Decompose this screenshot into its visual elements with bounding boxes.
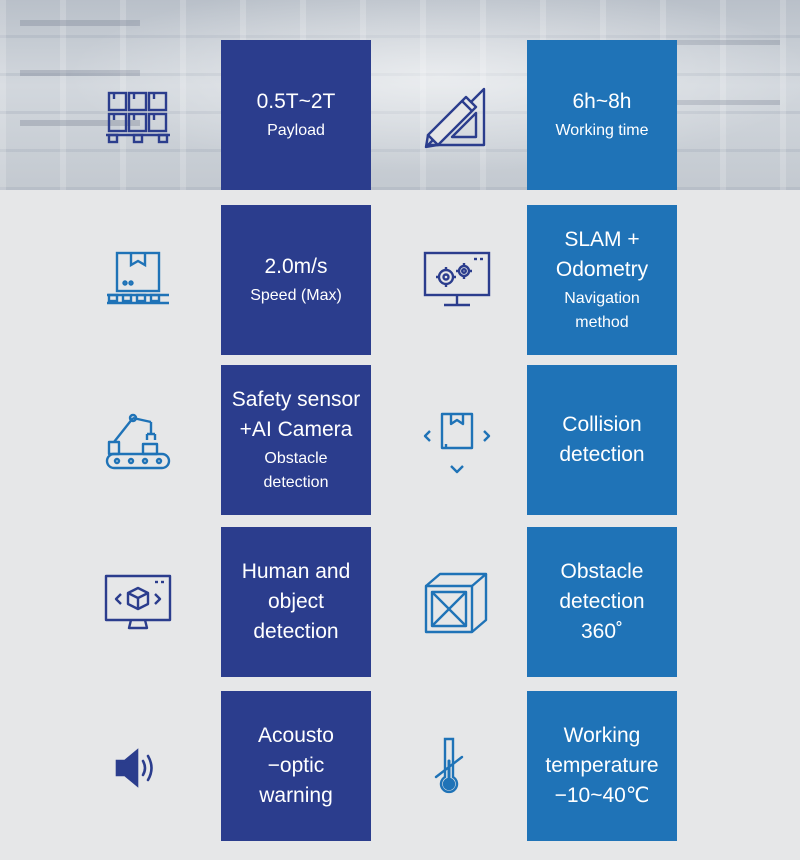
pallet-boxes-icon (103, 83, 173, 153)
thermometer-icon (414, 733, 484, 803)
spec-card-obstacle-360: Obstacle detection 360˚ (527, 527, 677, 677)
spec-card-human-object-detection: Human and object detection (221, 527, 371, 677)
spec-card-speed: 2.0m/s Speed (Max) (221, 205, 371, 355)
spec-label: Speed (Max) (250, 287, 342, 304)
spec-value: 0.5T~2T (256, 90, 336, 113)
spec-card-working-time: 6h~8h Working time (527, 40, 677, 190)
spec-value: Human and object detection (241, 560, 351, 643)
spec-card-acousto-optic-warning: Acousto −optic warning (221, 691, 371, 841)
spec-value: Safety sensor +AI Camera (231, 388, 361, 441)
robot-arm-conveyor-icon (103, 408, 173, 478)
spec-label: Working time (555, 122, 649, 139)
spec-value: 6h~8h (572, 90, 632, 113)
spec-value: Collision detection (559, 413, 645, 466)
monitor-gears-icon (422, 245, 492, 315)
spec-value: SLAM + Odometry (555, 228, 649, 281)
bottom-strip (0, 860, 800, 866)
spec-card-payload: 0.5T~2T Payload (221, 40, 371, 190)
spec-card-working-temperature: Working temperature −10~40℃ (527, 691, 677, 841)
spec-value: Obstacle detection 360˚ (559, 560, 645, 643)
crate-icon (422, 568, 492, 638)
spec-value: Working temperature −10~40℃ (545, 724, 659, 807)
box-arrows-icon (422, 408, 492, 478)
spec-value: 2.0m/s (264, 255, 328, 278)
spec-label: Payload (267, 122, 325, 139)
spec-value: Acousto −optic warning (258, 724, 334, 807)
monitor-cube-icon (103, 568, 173, 638)
spec-label: Obstacle detection (263, 450, 329, 491)
spec-label: Navigation method (564, 290, 640, 331)
spec-card-safety-sensor: Safety sensor +AI Camera Obstacle detect… (221, 365, 371, 515)
spec-card-collision-detection: Collision detection (527, 365, 677, 515)
pencil-ruler-icon (422, 83, 492, 153)
spec-card-navigation: SLAM + Odometry Navigation method (527, 205, 677, 355)
box-on-pallet-icon (103, 245, 173, 315)
speaker-icon (103, 733, 173, 803)
